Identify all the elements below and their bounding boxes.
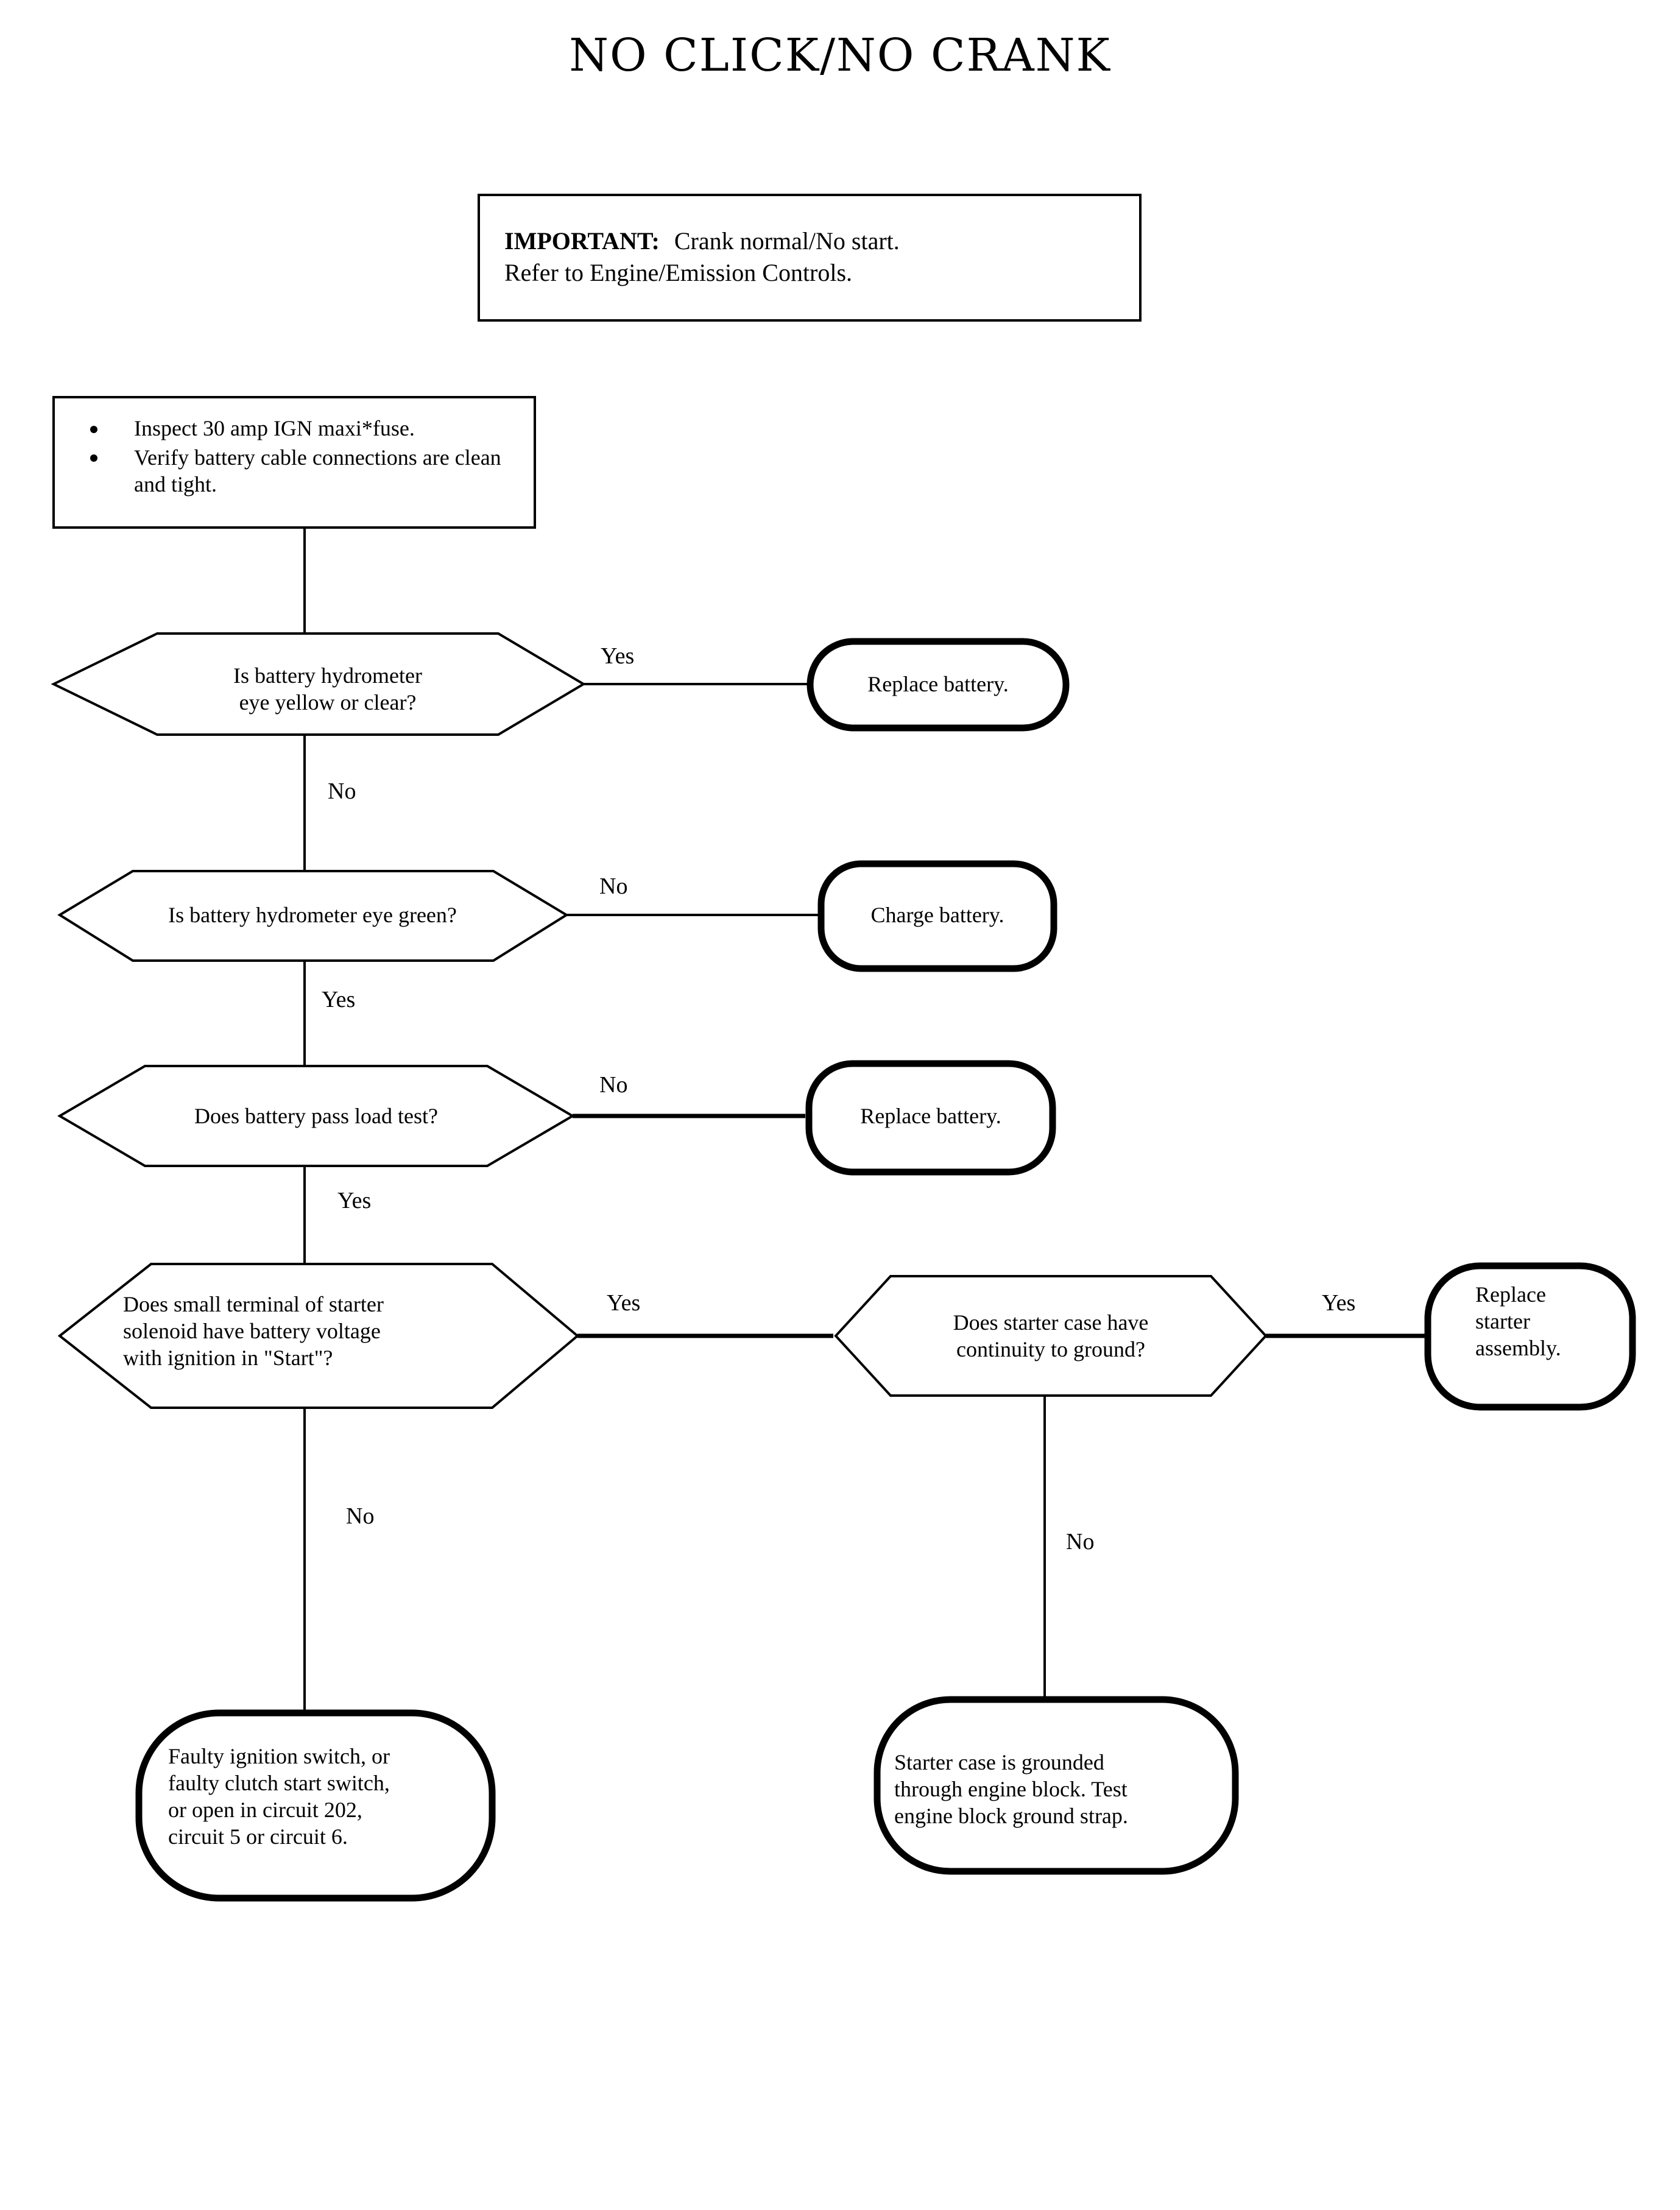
bullet-icon xyxy=(90,454,97,462)
bullet-icon xyxy=(90,425,97,433)
edge-label-d2-yes: Yes xyxy=(322,987,356,1012)
list-item-label: Inspect 30 amp IGN maxi*fuse. xyxy=(134,416,415,440)
inspect-checklist: Inspect 30 amp IGN maxi*fuse. Verify bat… xyxy=(71,415,528,501)
important-note-text: IMPORTANT: Crank normal/No start. Refer t… xyxy=(504,225,1129,289)
decision-label-d4: Does small terminal of starter solenoid … xyxy=(123,1292,384,1370)
list-item-label: Verify battery cable connections are cle… xyxy=(134,445,501,496)
list-item: Verify battery cable connections are cle… xyxy=(71,445,528,498)
terminal-label-t1: Replace battery. xyxy=(867,672,1009,696)
important-line2: Refer to Engine/Emission Controls. xyxy=(504,259,853,286)
edge-label-d1-yes: Yes xyxy=(601,643,635,669)
decision-label-d1: Is battery hydrometer eye yellow or clea… xyxy=(233,663,422,715)
page-title: NO CLICK/NO CRANK xyxy=(569,29,1111,82)
terminal-label-t6: Starter case is grounded through engine … xyxy=(894,1750,1128,1828)
list-item: Inspect 30 amp IGN maxi*fuse. xyxy=(71,415,528,442)
terminal-label-t5: Faulty ignition switch, or faulty clutch… xyxy=(168,1744,390,1849)
edge-label-d4-yes: Yes xyxy=(607,1290,641,1316)
inspect-checklist-box: Inspect 30 amp IGN maxi*fuse. Verify bat… xyxy=(52,396,536,529)
important-label: IMPORTANT: xyxy=(504,227,660,255)
decision-label-d3: Does battery pass load test? xyxy=(194,1104,438,1128)
edge-label-d5-no: No xyxy=(1066,1529,1095,1555)
terminal-label-t2: Charge battery. xyxy=(870,903,1004,927)
edge-label-d4-no: No xyxy=(346,1503,375,1529)
decision-label-d5: Does starter case have continuity to gro… xyxy=(953,1310,1149,1361)
terminal-label-t4: Replace starter assembly. xyxy=(1475,1282,1561,1360)
edge-label-d3-yes: Yes xyxy=(337,1188,372,1213)
important-note-box: IMPORTANT: Crank normal/No start. Refer t… xyxy=(478,194,1142,322)
edge-label-d1-no: No xyxy=(328,778,356,804)
decision-label-d2: Is battery hydrometer eye green? xyxy=(168,903,457,927)
edge-label-d5-yes: Yes xyxy=(1322,1290,1356,1316)
terminal-label-t3: Replace battery. xyxy=(860,1104,1001,1128)
important-line1: Crank normal/No start. xyxy=(674,227,900,255)
edge-label-d3-no: No xyxy=(599,1072,628,1098)
edge-label-d2-no: No xyxy=(599,874,628,899)
